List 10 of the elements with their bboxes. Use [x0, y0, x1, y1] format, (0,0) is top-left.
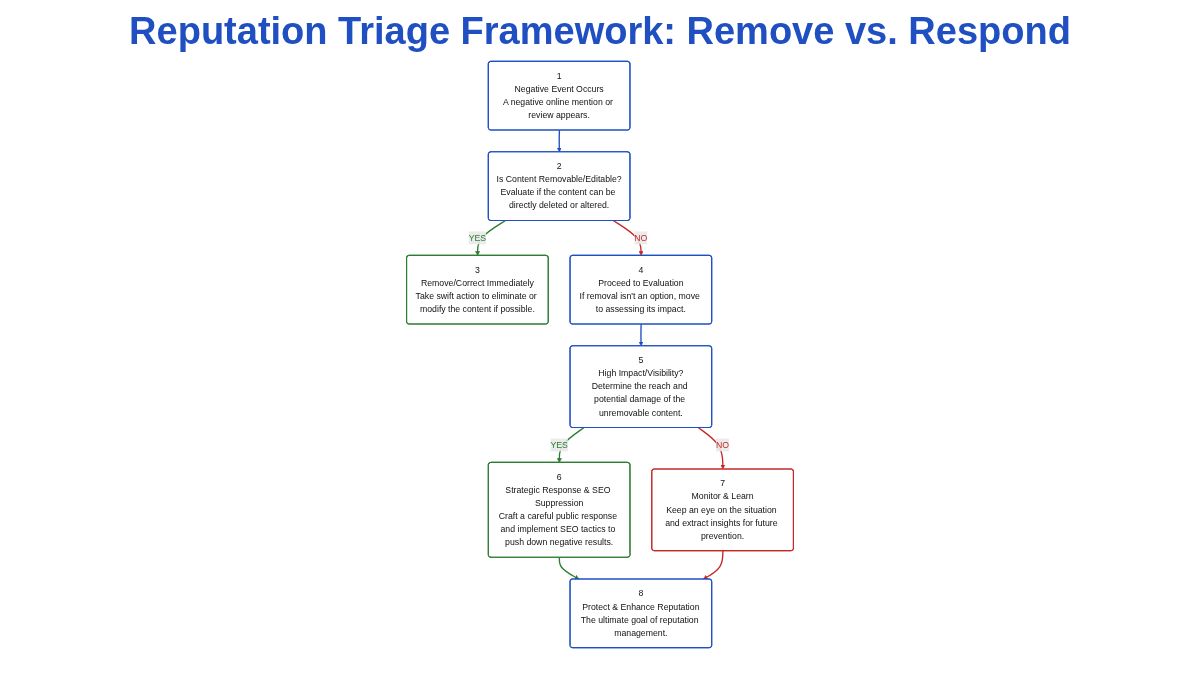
title: Reputation Triage Framework: Remove vs. Respond: [128, 10, 1072, 53]
arrow: [697, 427, 726, 470]
arrow: [556, 129, 562, 153]
arrow: [702, 550, 724, 580]
edge-label: YES: [468, 232, 487, 243]
edge-label: YES: [550, 440, 568, 450]
edge-label: NO: [716, 440, 730, 450]
edge-label: NO: [634, 232, 648, 243]
arrow: [638, 323, 644, 347]
arrow: [558, 556, 580, 580]
